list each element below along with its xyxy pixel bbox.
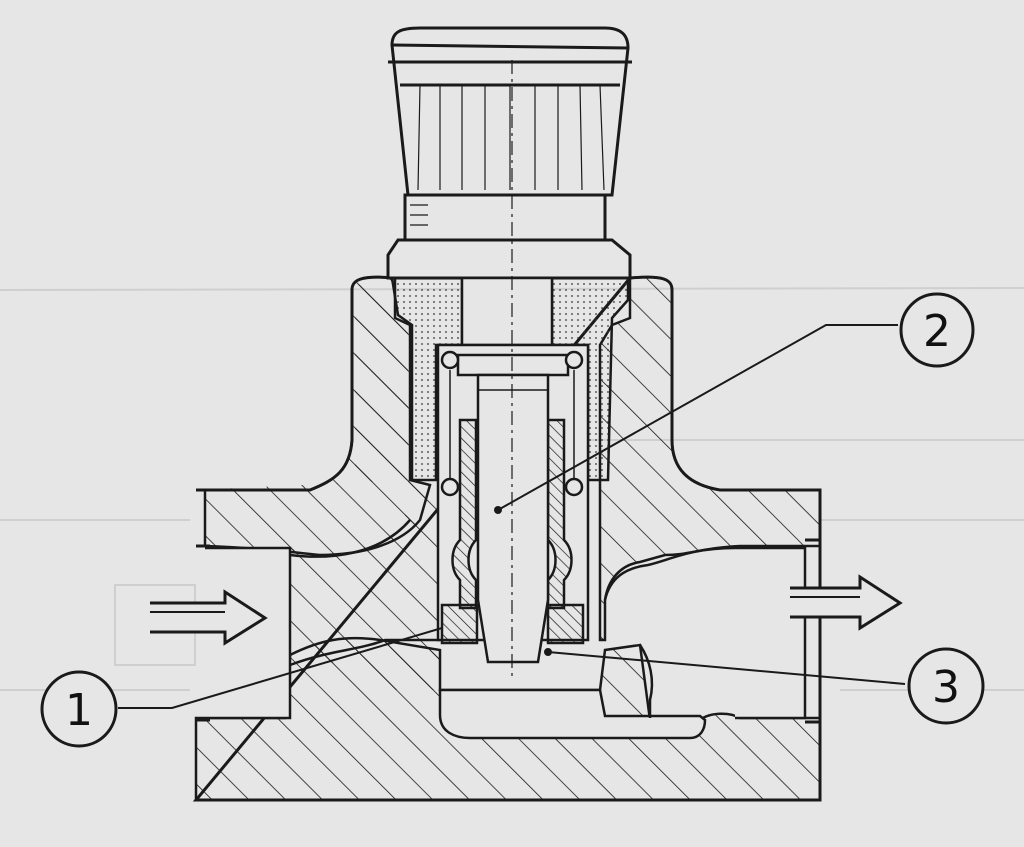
leader-line-2 <box>497 324 898 511</box>
callout-2-label: 2 <box>923 306 951 357</box>
callout-1: 1 <box>40 670 118 748</box>
inlet-flow-arrow <box>150 589 268 646</box>
packing-seal <box>390 276 630 482</box>
leader-line-1 <box>118 627 443 709</box>
callout-2: 2 <box>899 292 975 368</box>
callout-1-label: 1 <box>65 685 93 736</box>
callout-leaders <box>118 324 906 709</box>
callout-3: 3 <box>907 647 985 725</box>
outlet-flow-arrow <box>790 574 903 631</box>
leader-line-3 <box>547 651 906 685</box>
adjustment-knob <box>386 26 632 280</box>
valve-cartridge <box>436 343 590 664</box>
valve-body <box>192 275 822 802</box>
callout-3-label: 3 <box>932 662 960 713</box>
